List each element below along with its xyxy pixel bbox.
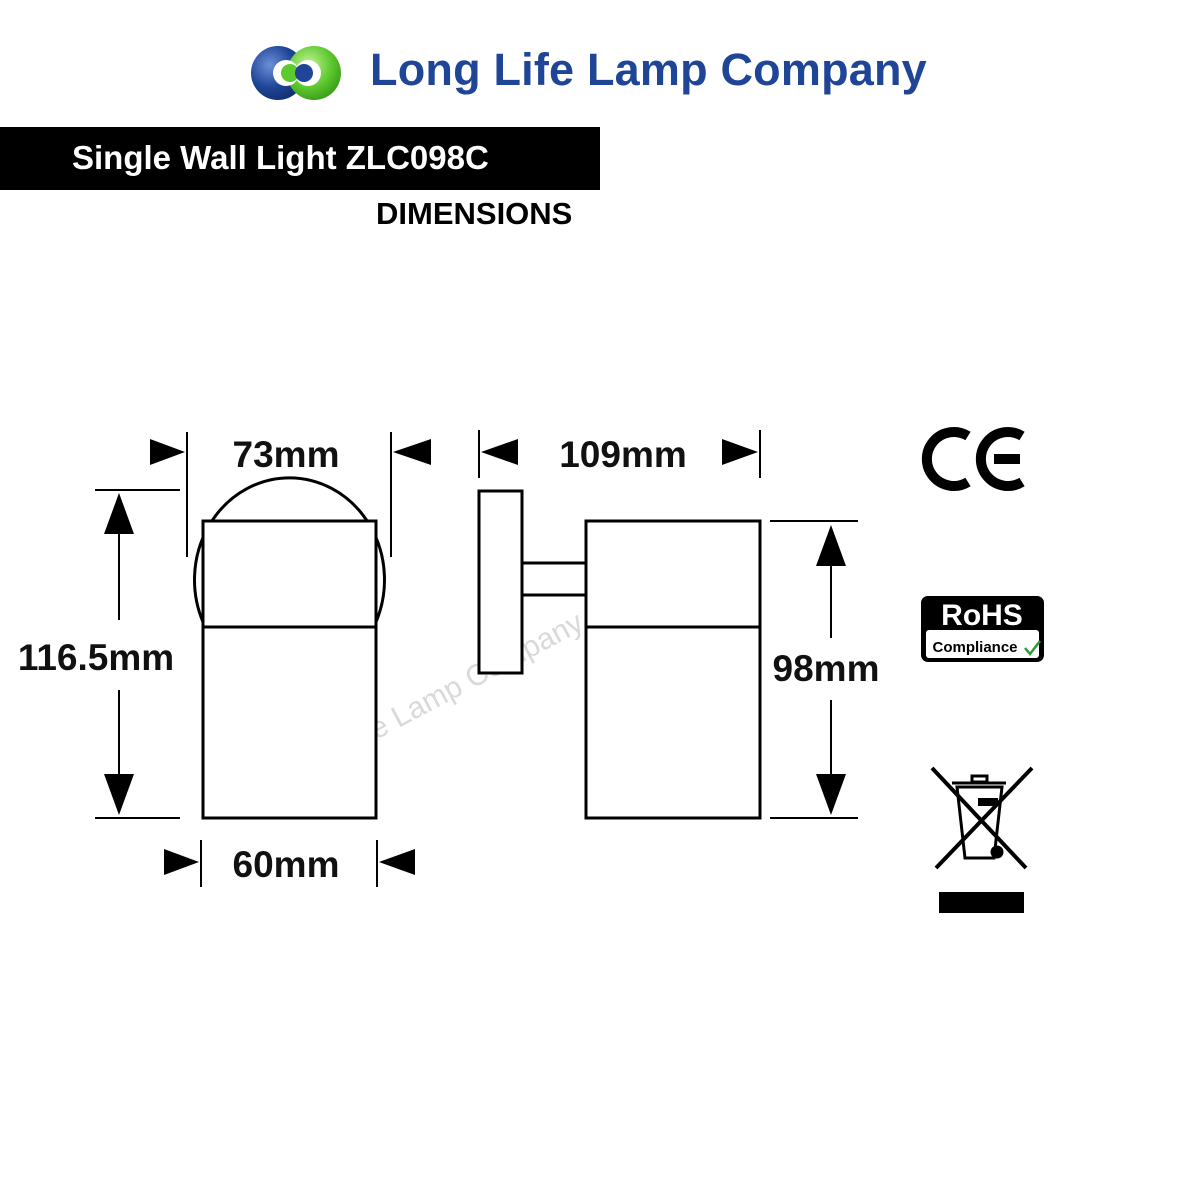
arrow-down-icon	[816, 774, 846, 815]
arrow-right-icon	[722, 439, 758, 465]
company-name: Long Life Lamp Company	[370, 44, 927, 95]
front-bottom-width-label: 60mm	[233, 844, 340, 885]
section-heading: DIMENSIONS	[376, 196, 573, 231]
front-height-dimension: 116.5mm	[18, 489, 180, 819]
front-bottom-dimension: 60mm	[164, 840, 415, 887]
rohs-title: RoHS	[941, 599, 1023, 632]
wall-plate	[477, 489, 524, 675]
side-body	[584, 519, 762, 820]
side-depth-label: 109mm	[559, 434, 687, 475]
front-height-label: 116.5mm	[18, 637, 174, 678]
arrow-right-icon	[150, 439, 185, 465]
arrow-down-icon	[104, 774, 134, 815]
arrow-left-icon	[393, 439, 431, 465]
crossed-bin-icon	[930, 766, 1034, 913]
front-top-dimension: 73mm	[150, 432, 431, 557]
company-logo-icon	[251, 46, 341, 100]
front-body	[201, 519, 378, 820]
header: Long Life Lamp Company	[0, 0, 1200, 120]
side-height-dimension: 98mm	[770, 520, 880, 819]
side-depth-dimension: 109mm	[478, 430, 761, 478]
front-round-cap	[193, 476, 386, 623]
front-view	[193, 476, 386, 820]
arrow-right-icon	[164, 849, 199, 875]
ce-mark-icon	[921, 427, 1025, 491]
front-top-width-label: 73mm	[233, 434, 340, 475]
product-title: Single Wall Light ZLC098C	[72, 139, 489, 176]
rohs-badge: RoHS Compliance	[921, 596, 1044, 662]
checkmark-icon	[1024, 640, 1041, 656]
product-title-bar: Single Wall Light ZLC098C	[0, 127, 600, 190]
side-height-label: 98mm	[773, 648, 880, 689]
arrow-up-icon	[104, 493, 134, 534]
rohs-subtitle: Compliance	[932, 639, 1017, 656]
arrow-up-icon	[816, 525, 846, 566]
arrow-left-icon	[481, 439, 518, 465]
arrow-left-icon	[379, 849, 415, 875]
side-view	[477, 489, 762, 820]
